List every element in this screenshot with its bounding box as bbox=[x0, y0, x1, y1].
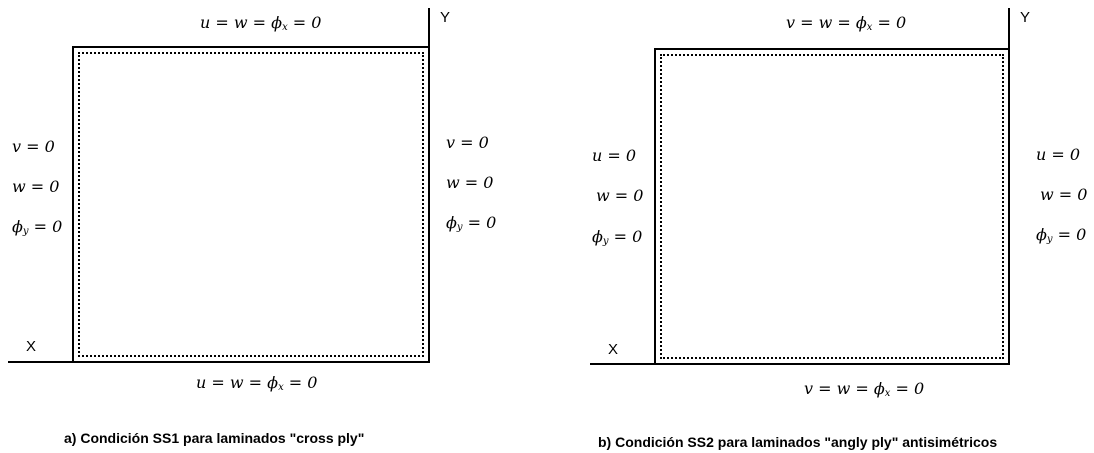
axis-y-label: Y bbox=[440, 9, 451, 26]
bottom-boundary-condition: v = w = ϕx = 0 bbox=[804, 379, 925, 400]
left-bc-u: u = 0 bbox=[592, 146, 637, 165]
left-bc-w: w = 0 bbox=[12, 177, 60, 196]
caption-a: a) Condición SS1 para laminados "cross p… bbox=[64, 430, 365, 446]
left-bc-v: v = 0 bbox=[12, 137, 55, 156]
y-axis-line bbox=[1008, 8, 1010, 365]
right-bc-phi: ϕy = 0 bbox=[446, 213, 497, 234]
right-bc-w: w = 0 bbox=[1040, 185, 1088, 204]
y-axis-line bbox=[428, 8, 430, 363]
axis-x-label: X bbox=[26, 338, 37, 355]
plate-edge-left bbox=[72, 46, 74, 363]
plate-inner-outline bbox=[78, 52, 424, 357]
plate-inner-outline bbox=[660, 54, 1004, 359]
right-bc-phi: ϕy = 0 bbox=[1036, 225, 1087, 246]
right-bc-v: v = 0 bbox=[446, 133, 489, 152]
caption-b: b) Condición SS2 para laminados "angly p… bbox=[598, 434, 998, 450]
left-bc-phi: ϕy = 0 bbox=[592, 227, 643, 248]
bottom-boundary-condition: u = w = ϕx = 0 bbox=[196, 373, 318, 394]
plate-edge-top bbox=[654, 48, 1010, 50]
plate-edge-left bbox=[654, 48, 656, 365]
x-axis-line bbox=[590, 363, 1010, 365]
x-axis-line bbox=[8, 361, 430, 363]
top-boundary-condition: u = w = ϕx = 0 bbox=[200, 13, 322, 34]
top-boundary-condition: v = w = ϕx = 0 bbox=[786, 13, 907, 34]
left-bc-phi: ϕy = 0 bbox=[12, 217, 63, 238]
right-bc-w: w = 0 bbox=[446, 173, 494, 192]
panel-a: Y X u = w = ϕx = 0 u = w = ϕx = 0 v = 0 … bbox=[0, 0, 540, 453]
axis-y-label: Y bbox=[1020, 9, 1031, 26]
plate-edge-top bbox=[72, 46, 430, 48]
right-bc-u: u = 0 bbox=[1036, 145, 1081, 164]
left-bc-w: w = 0 bbox=[596, 186, 644, 205]
axis-x-label: X bbox=[608, 341, 619, 358]
